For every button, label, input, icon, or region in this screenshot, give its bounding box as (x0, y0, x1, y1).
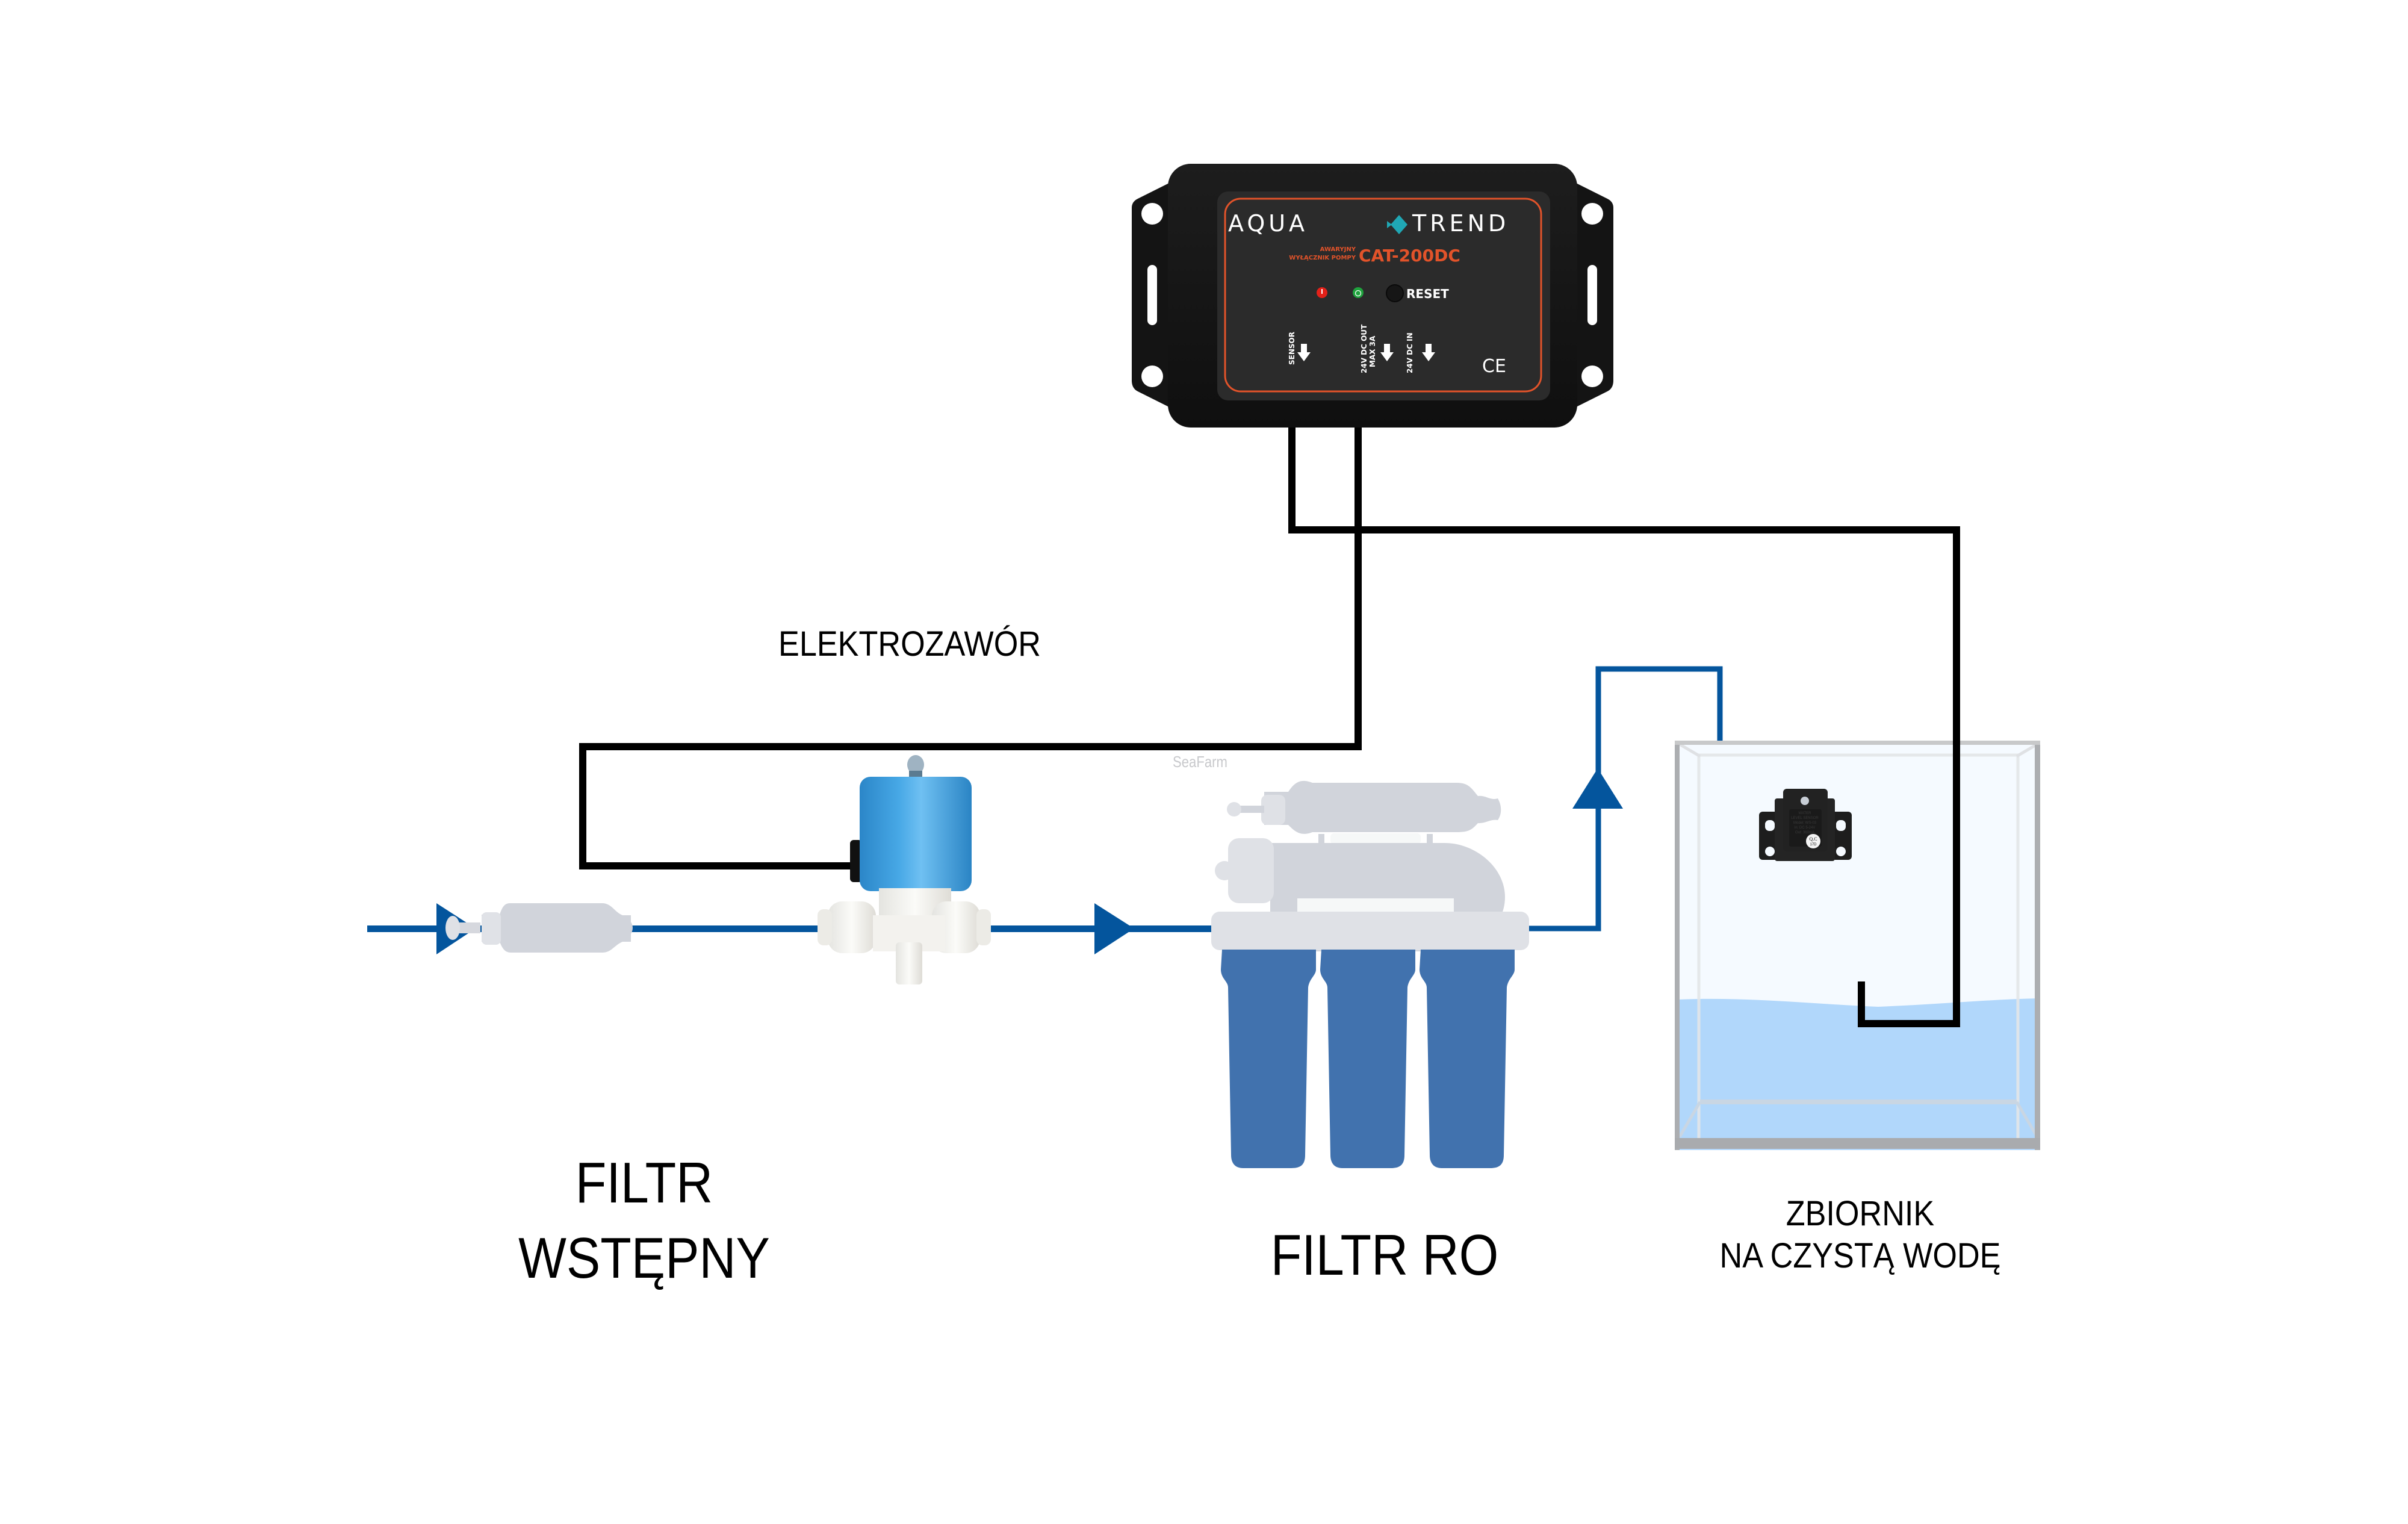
svg-text:WATER: WATER (1799, 812, 1812, 815)
svg-text:17D: 17D (1810, 843, 1817, 847)
label-prefilter-line2: WSTĘPNY (518, 1226, 770, 1290)
ro-housing-1 (1221, 950, 1316, 1168)
controller-device (1132, 164, 1613, 428)
brand-aqua: AQUA (1228, 210, 1308, 237)
flow-arrow-mid (1094, 903, 1134, 954)
wire-valve (579, 428, 1362, 869)
prefilter-cartridge (445, 903, 633, 953)
svg-text:Out: 360mA: Out: 360mA (1795, 831, 1814, 835)
label-prefilter-line1: FILTR (575, 1151, 713, 1215)
ro-filter-unit (1211, 780, 1529, 1168)
port-label-in: 24V DC IN (1406, 332, 1414, 373)
subtitle-line1: AWARYJNY (1320, 246, 1356, 253)
port-arrow-sensor-icon (1297, 344, 1311, 361)
sensor-label-text: WATER LEVEL SENSOR Model: WS-03 In: DC 5… (1791, 812, 1819, 835)
label-tank-line1: ZBIORNIK (1786, 1194, 1935, 1233)
svg-text:Q.C: Q.C (1809, 836, 1817, 842)
port-arrow-in-icon (1422, 344, 1435, 361)
pipe-output (1517, 666, 1723, 932)
power-led-icon (1353, 287, 1364, 298)
pipe-input (367, 925, 1228, 932)
brand-trend: TREND (1412, 210, 1509, 237)
port-label-sensor: SENSOR (1288, 332, 1296, 365)
brand-diamond-icon (1391, 215, 1407, 234)
ce-mark: CE (1482, 356, 1506, 377)
svg-text:Model: WS-03: Model: WS-03 (1793, 821, 1817, 825)
label-tank-line2: NA CZYSTĄ WODĘ (1719, 1236, 2001, 1275)
solenoid-valve (818, 755, 991, 984)
reset-label: RESET (1406, 287, 1449, 301)
ro-housing-3 (1420, 950, 1515, 1168)
port-arrow-out-icon (1380, 344, 1394, 361)
watermark: SeaFarm (1173, 753, 1227, 771)
water-level-sensor (1759, 789, 1852, 861)
sensor-qc-sticker: Q.C 17D (1809, 836, 1817, 847)
label-ro-filter: FILTR RO (1270, 1223, 1499, 1287)
flow-arrow-output (1572, 768, 1623, 809)
port-label-out-2: MAX 3A (1368, 335, 1377, 367)
port-label-out-1: 24V DC OUT (1360, 324, 1368, 373)
water-level (1678, 998, 2038, 1150)
model-name: CAT-200DC (1359, 246, 1460, 266)
ro-housing-2 (1320, 950, 1415, 1168)
wire-sensor-in-tank (1858, 741, 1960, 1027)
reset-button[interactable] (1386, 284, 1404, 302)
label-solenoid-valve: ELEKTROZAWÓR (778, 624, 1041, 664)
clean-water-tank (1675, 741, 2040, 1150)
svg-text:In: DC 5-24V: In: DC 5-24V (1795, 826, 1816, 830)
svg-text:LEVEL SENSOR: LEVEL SENSOR (1791, 816, 1819, 820)
subtitle-line2: WYŁĄCZNIK POMPY (1289, 255, 1356, 261)
